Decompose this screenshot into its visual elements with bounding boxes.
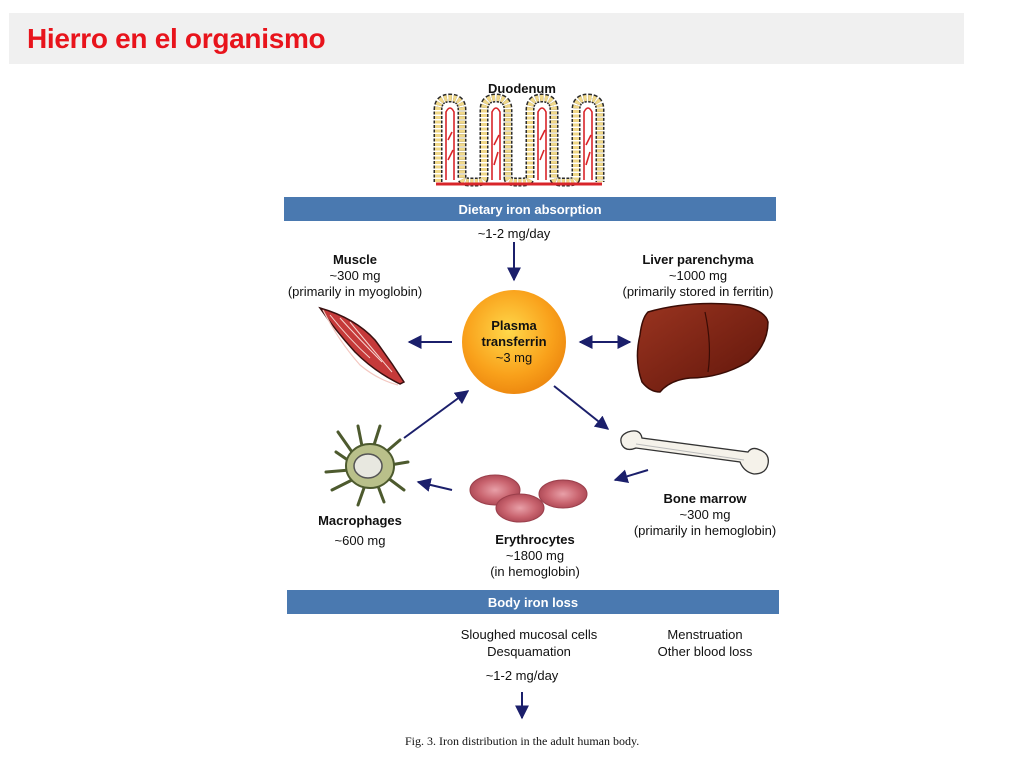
macrophage-illustration [324,424,410,507]
loss-left-line1: Sloughed mucosal cells [460,627,598,642]
liver-label: Liver parenchyma ~1000 mg (primarily sto… [608,252,788,300]
macrophages-title: Macrophages [318,513,402,528]
liver-amount: ~1000 mg [668,268,728,283]
muscle-amount: ~300 mg [329,268,381,283]
bone-illustration [620,430,769,475]
liver-illustration [636,302,769,393]
dietary-absorption-bar: Dietary iron absorption [284,197,776,221]
bone-marrow-title: Bone marrow [663,491,747,506]
muscle-note: (primarily in myoglobin) [287,284,423,299]
flow-arrows [403,242,649,720]
plasma-line1: Plasma [491,318,537,333]
duodenum-illustration [433,93,605,187]
muscle-label: Muscle ~300 mg (primarily in myoglobin) [270,252,440,300]
plasma-line2: transferrin [481,334,547,349]
duodenum-label: Duodenum [488,81,556,96]
dietary-absorption-label: Dietary iron absorption [458,201,602,217]
bone-marrow-label: Bone marrow ~300 mg (primarily in hemogl… [620,491,790,539]
arrow-bone-marrow-to-erythrocytes [613,469,649,484]
bone-marrow-note: (primarily in hemoglobin) [633,523,777,538]
iron-loss-bar: Body iron loss [287,590,779,614]
plasma-transferrin-circle [462,290,566,394]
liver-note: (primarily stored in ferritin) [622,284,774,299]
absorption-rate: ~1-2 mg/day [477,226,551,241]
plasma-amount: ~3 mg [495,350,533,365]
liver-title: Liver parenchyma [642,252,754,267]
erythrocytes-label: Erythrocytes ~1800 mg (in hemoglobin) [470,532,600,580]
title-bar: Hierro en el organismo [9,13,964,64]
muscle-title: Muscle [332,252,378,267]
erythrocytes-illustration [469,474,588,523]
erythrocytes-title: Erythrocytes [495,532,575,547]
loss-right-line1: Menstruation [667,627,743,642]
erythrocytes-amount: ~1800 mg [505,548,565,563]
erythrocytes-note: (in hemoglobin) [490,564,580,579]
arrow-macrophages-to-plasma [403,390,470,439]
macrophages-amount: ~600 mg [334,533,386,548]
slide-title: Hierro en el organismo [27,23,326,54]
bone-marrow-amount: ~300 mg [679,507,731,522]
loss-left-line2: Desquamation [487,644,571,659]
arrow-plasma-to-bone-marrow [553,385,610,430]
loss-left-list: Sloughed mucosal cells Desquamation [444,627,614,660]
arrow-erythrocytes-to-macrophages [416,478,453,492]
iron-loss-label: Body iron loss [487,594,579,610]
loss-right-line2: Other blood loss [657,644,753,659]
figure-caption: Fig. 3. Iron distribution in the adult h… [405,734,640,748]
plasma-label: Plasma transferrin ~3 mg [464,318,564,366]
loss-right-list: Menstruation Other blood loss [645,627,765,660]
loss-rate: ~1-2 mg/day [485,668,559,683]
muscle-illustration [318,306,406,386]
macrophages-label: Macrophages ~600 mg [300,513,420,549]
